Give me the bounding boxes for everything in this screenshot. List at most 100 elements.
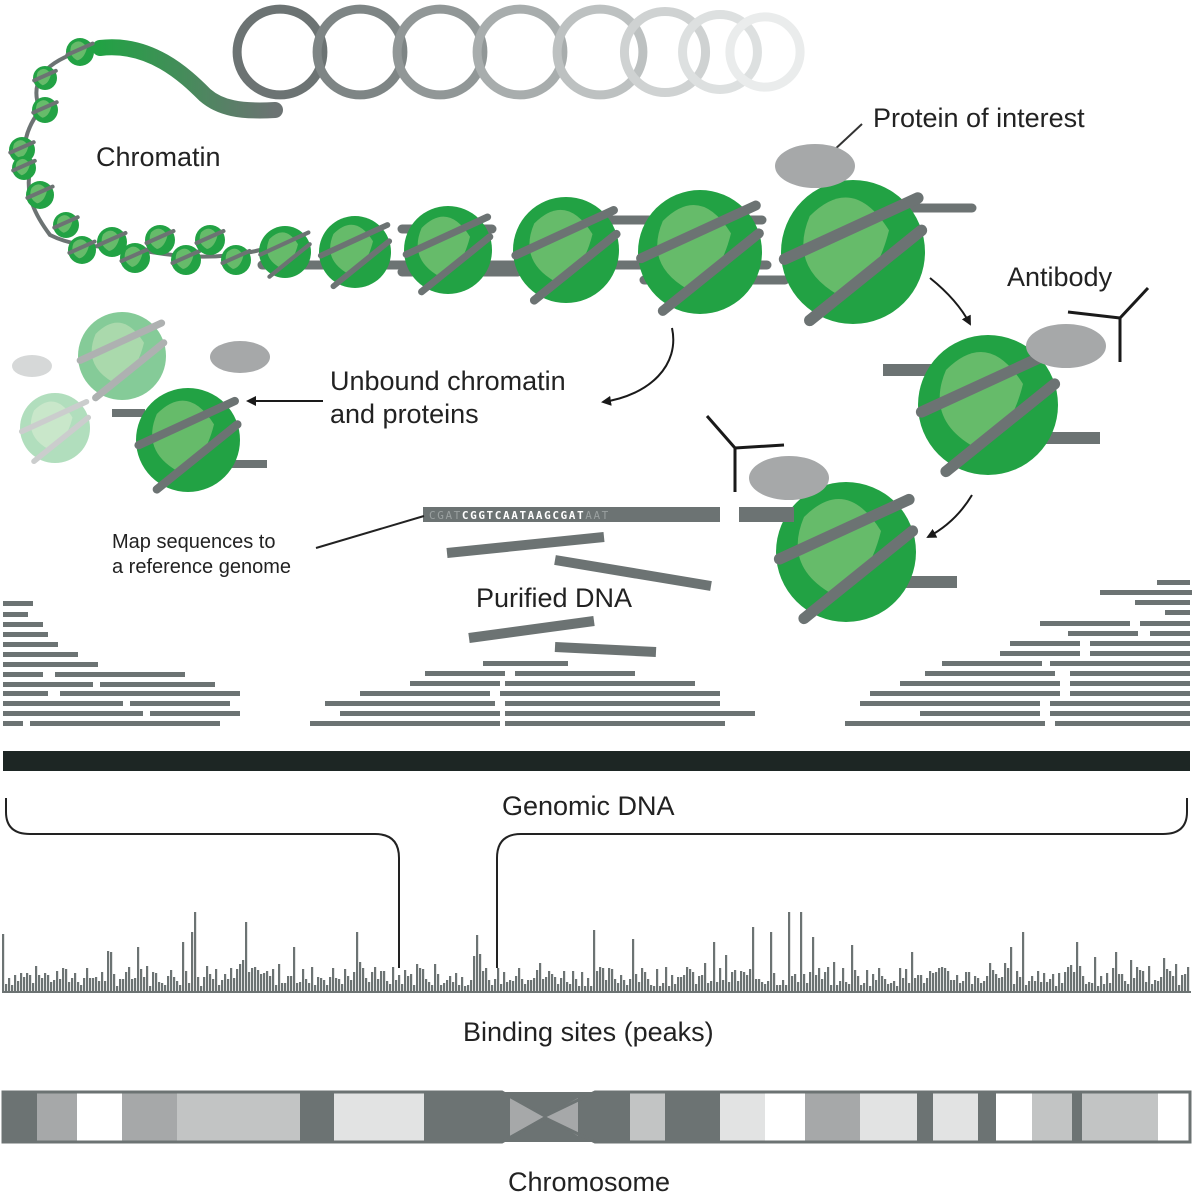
peak-bar bbox=[128, 967, 131, 992]
peak-bar bbox=[695, 984, 698, 992]
mapped-read bbox=[925, 671, 1055, 676]
dna-wrap bbox=[31, 414, 92, 465]
peak-bar bbox=[968, 972, 971, 992]
peak-bar bbox=[392, 967, 395, 992]
mapped-read bbox=[3, 622, 43, 627]
peak-bar bbox=[842, 968, 845, 992]
nucleosome bbox=[402, 206, 494, 296]
peak-bar bbox=[137, 947, 140, 992]
label-chromatin: Chromatin bbox=[96, 142, 221, 172]
nucleosome bbox=[258, 226, 312, 279]
dna-wrap bbox=[67, 239, 97, 255]
chromosome-band bbox=[612, 1092, 630, 1142]
nucleosome bbox=[8, 137, 36, 163]
chromatin-coil-loop bbox=[472, 4, 568, 100]
peak-bar bbox=[836, 985, 839, 992]
peak-bar bbox=[521, 979, 524, 992]
peak-bar bbox=[902, 978, 905, 992]
dna-wrap bbox=[170, 249, 202, 265]
nucleosome bbox=[773, 482, 919, 625]
peak-bar bbox=[437, 974, 440, 992]
peak-bar bbox=[656, 969, 659, 992]
peak-bar bbox=[749, 969, 752, 992]
peak-bar bbox=[14, 975, 17, 992]
peak-bar bbox=[443, 983, 446, 992]
peak-bar bbox=[689, 969, 692, 992]
chromosome-ideogram bbox=[1, 1090, 1192, 1144]
peak-bar bbox=[638, 982, 641, 992]
peak-bar bbox=[383, 971, 386, 992]
peak-bar bbox=[647, 979, 650, 992]
chromatin-fiber-coil bbox=[232, 4, 805, 100]
nucleosome bbox=[76, 312, 168, 402]
chromatin-coil-loop bbox=[678, 10, 762, 94]
peak-bar bbox=[644, 972, 647, 992]
peak-bar bbox=[95, 977, 98, 992]
nucleosome bbox=[32, 66, 58, 90]
peak-bar bbox=[797, 982, 800, 992]
mapped-read bbox=[325, 701, 495, 706]
chromatin-coil-loop bbox=[312, 4, 408, 100]
peak-bar bbox=[872, 974, 875, 992]
chromosome-band bbox=[996, 1092, 1032, 1142]
peak-bar bbox=[83, 978, 86, 992]
immunoprecipitated-complexes bbox=[773, 335, 1100, 625]
peak-bar bbox=[446, 980, 449, 992]
mapped-read bbox=[1068, 631, 1138, 636]
nucleosome bbox=[67, 236, 97, 264]
peak-bar bbox=[881, 976, 884, 992]
unbound-chromatin bbox=[12, 312, 270, 494]
peak-bar bbox=[998, 978, 1001, 992]
peak-bar bbox=[1184, 974, 1187, 992]
peak-bar bbox=[851, 945, 854, 992]
peak-bar bbox=[434, 964, 437, 992]
peak-bar bbox=[305, 979, 308, 992]
mapped-read bbox=[860, 701, 1040, 706]
peak-bar bbox=[557, 984, 560, 992]
peak-bar bbox=[1157, 981, 1160, 992]
peak-bar bbox=[350, 980, 353, 992]
dna-wrap bbox=[144, 229, 176, 245]
peak-bar bbox=[1016, 971, 1019, 992]
peak-bar bbox=[161, 983, 164, 992]
mapped-read bbox=[3, 612, 28, 617]
chromosome-band bbox=[424, 1092, 502, 1142]
peak-bar bbox=[1121, 974, 1124, 992]
peak-bar bbox=[257, 970, 260, 992]
peak-bar bbox=[587, 978, 590, 992]
peak-bar bbox=[326, 985, 329, 992]
peak-bar bbox=[491, 985, 494, 992]
peak-bar bbox=[551, 974, 554, 992]
peak-bar bbox=[692, 972, 695, 992]
binding-peaks-track bbox=[2, 912, 1191, 993]
peak-bar bbox=[416, 964, 419, 992]
peak-bar bbox=[317, 977, 320, 992]
peak-bar bbox=[752, 927, 755, 992]
peak-bar bbox=[536, 970, 539, 992]
peak-bar bbox=[539, 963, 542, 992]
mapped-read bbox=[410, 681, 500, 686]
unbound-protein bbox=[210, 341, 270, 373]
peak-bar bbox=[725, 955, 728, 992]
mapped-read bbox=[505, 701, 720, 706]
peak-bar bbox=[761, 982, 764, 992]
mapped-read bbox=[3, 601, 33, 606]
chromatin-coil-loop bbox=[552, 4, 648, 100]
peak-bar bbox=[662, 983, 665, 992]
peak-bar bbox=[272, 969, 275, 992]
mapped-read bbox=[942, 661, 1042, 666]
peak-bar bbox=[278, 964, 281, 992]
dna-wrap bbox=[32, 68, 58, 83]
peak-bar bbox=[515, 976, 518, 992]
antibody-symbol bbox=[705, 415, 785, 492]
peak-bar bbox=[1052, 974, 1055, 992]
peak-bar bbox=[635, 974, 638, 992]
mapped-read bbox=[900, 681, 1060, 686]
peak-bar bbox=[779, 985, 782, 992]
peak-bar bbox=[404, 970, 407, 992]
peak-bar bbox=[743, 972, 746, 992]
chromatin-coil-loop bbox=[232, 4, 328, 100]
label-binding-sites: Binding sites (peaks) bbox=[463, 1017, 714, 1047]
dna-wrap bbox=[11, 158, 37, 173]
peak-bar bbox=[413, 985, 416, 992]
